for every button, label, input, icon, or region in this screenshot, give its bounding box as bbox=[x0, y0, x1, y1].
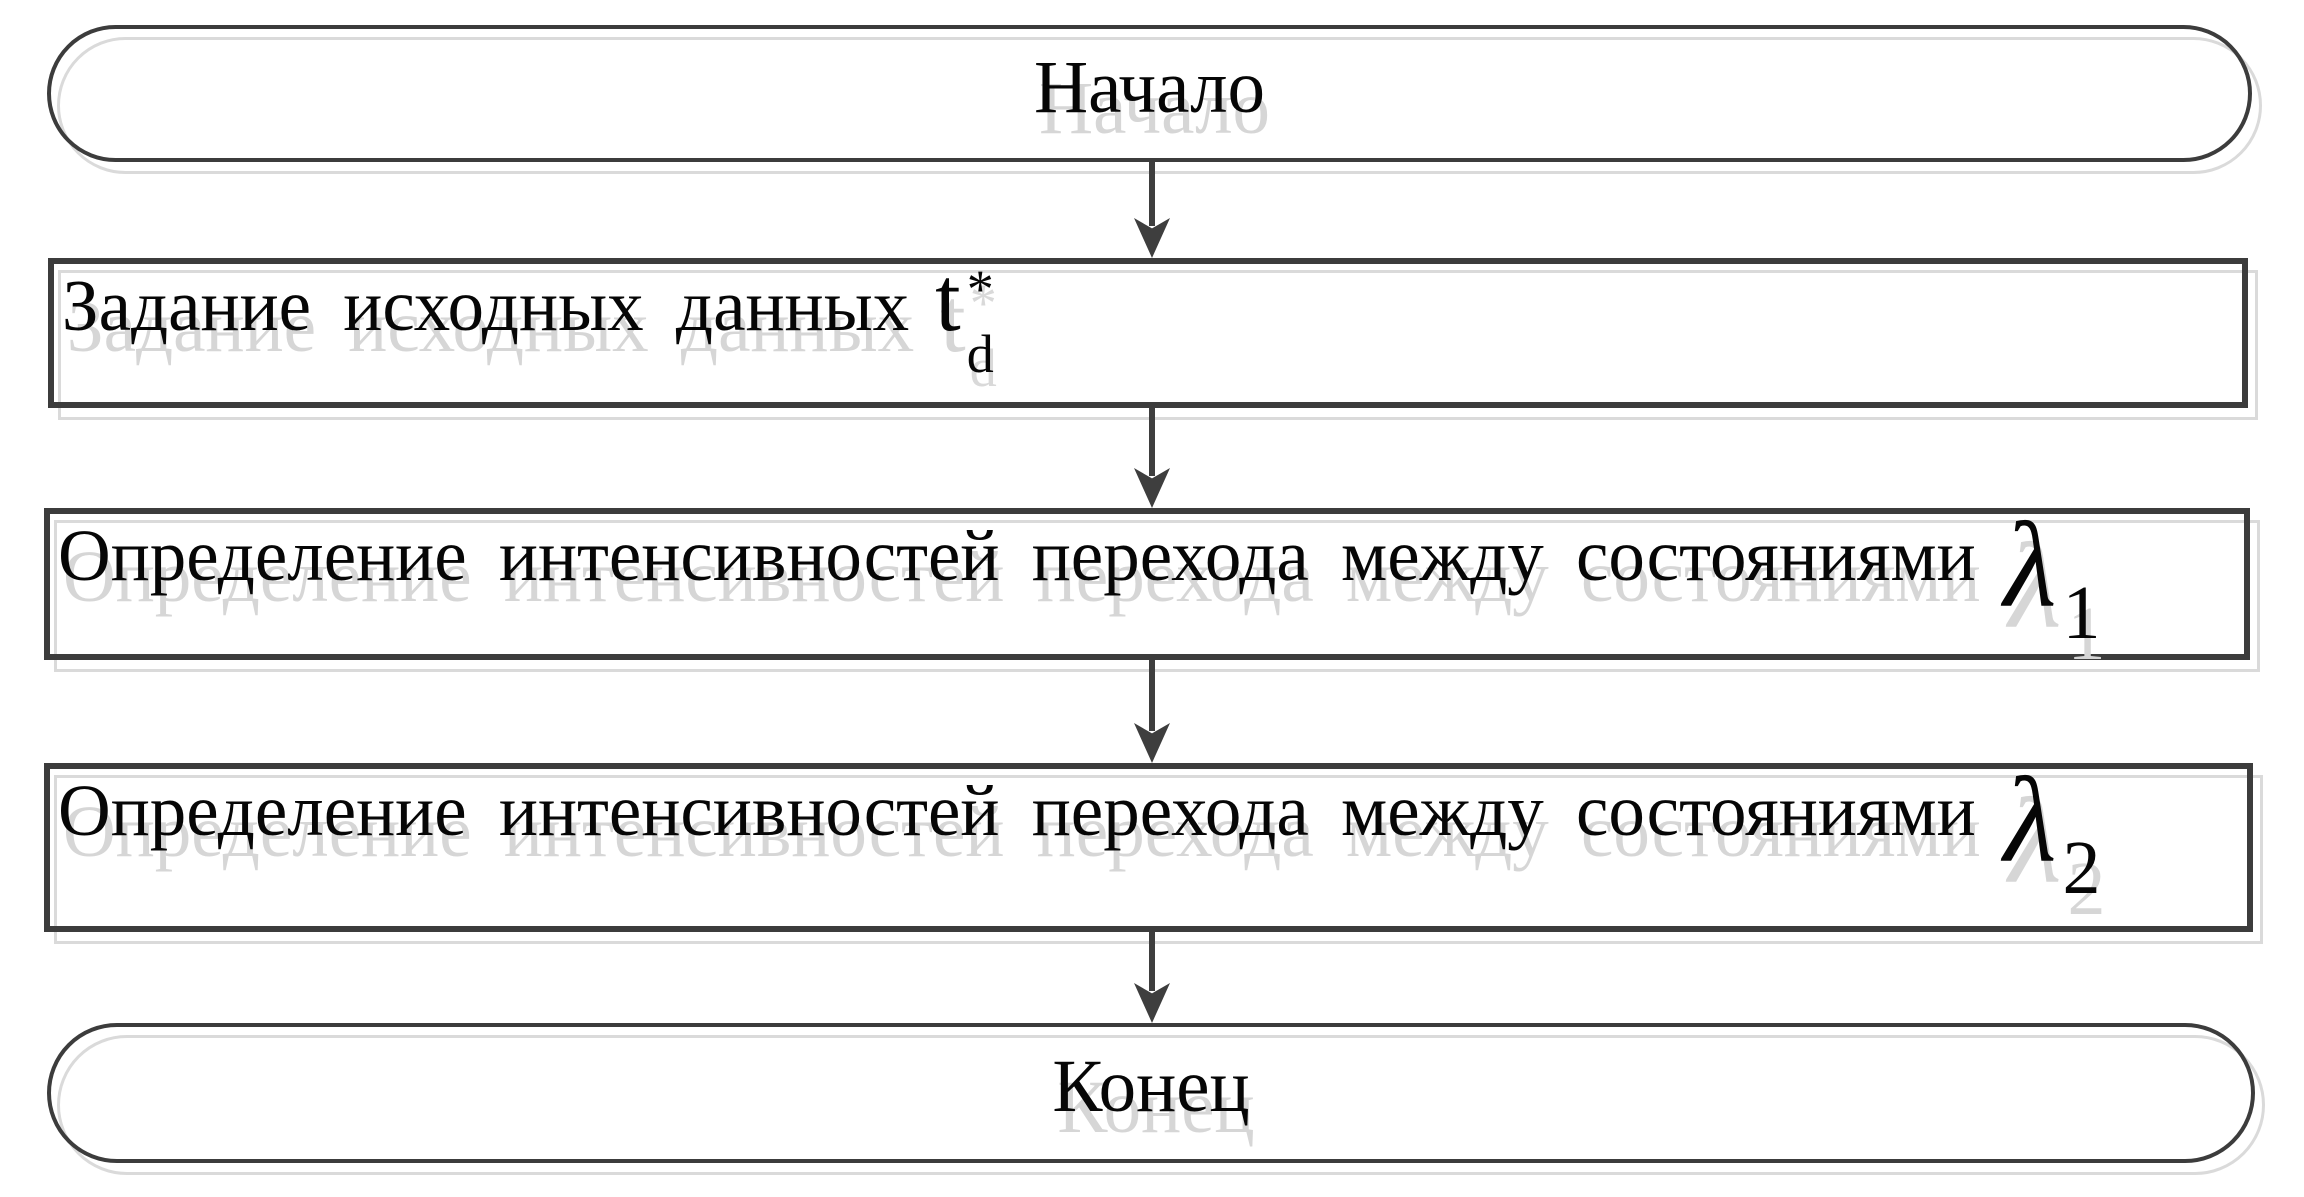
process-transition-intensity-lambda2: Определение интенсивностей перехода межд… bbox=[44, 760, 2263, 944]
shape-border bbox=[44, 508, 2250, 660]
terminator-start-label: Начало bbox=[1033, 45, 1266, 129]
math-t-scripts: *d bbox=[961, 262, 1003, 381]
terminator-start: Начало bbox=[47, 25, 2262, 174]
shape-border bbox=[44, 763, 2253, 932]
arrow-shaft bbox=[1149, 660, 1155, 731]
arrow-shaft bbox=[1149, 408, 1155, 476]
arrow-shaft bbox=[1149, 932, 1155, 991]
arrow-down-icon bbox=[1134, 932, 1170, 1023]
arrow-down-icon bbox=[1134, 660, 1170, 763]
math-subscript-2: 2 bbox=[2062, 826, 2101, 910]
process-lambda1-label: Определение интенсивностей перехода межд… bbox=[58, 515, 1976, 596]
shape-border bbox=[48, 258, 2248, 408]
shape-shadow bbox=[54, 520, 2260, 672]
arrow-down-icon bbox=[1134, 408, 1170, 508]
math-superscript-star: * bbox=[966, 259, 994, 319]
shape-shadow bbox=[58, 270, 2258, 420]
process-lambda2-label: Определение интенсивностей перехода межд… bbox=[58, 770, 1976, 851]
arrow-down-icon bbox=[1134, 162, 1170, 258]
shape-shadow bbox=[54, 775, 2263, 944]
process-transition-intensity-lambda1: Определение интенсивностей перехода межд… bbox=[44, 505, 2260, 672]
process-lambda1-content: Определение интенсивностей перехода межд… bbox=[50, 505, 2244, 655]
math-variable-t: t bbox=[935, 248, 961, 350]
arrow-shaft bbox=[1149, 162, 1155, 226]
shape-border bbox=[47, 25, 2252, 162]
math-subscript-d: d bbox=[966, 324, 994, 384]
math-subscript-1: 1 bbox=[2062, 571, 2101, 655]
math-lambda: λ bbox=[2003, 753, 2057, 888]
math-lambda: λ bbox=[2003, 498, 2057, 633]
process-lambda2-content: Определение интенсивностей перехода межд… bbox=[50, 760, 2247, 926]
terminator-end: Конец bbox=[47, 1023, 2265, 1175]
shape-border bbox=[47, 1023, 2255, 1163]
process-set-initial-data-label: Задание исходных данных bbox=[62, 265, 910, 346]
terminator-end-label: Конец bbox=[1052, 1045, 1250, 1128]
